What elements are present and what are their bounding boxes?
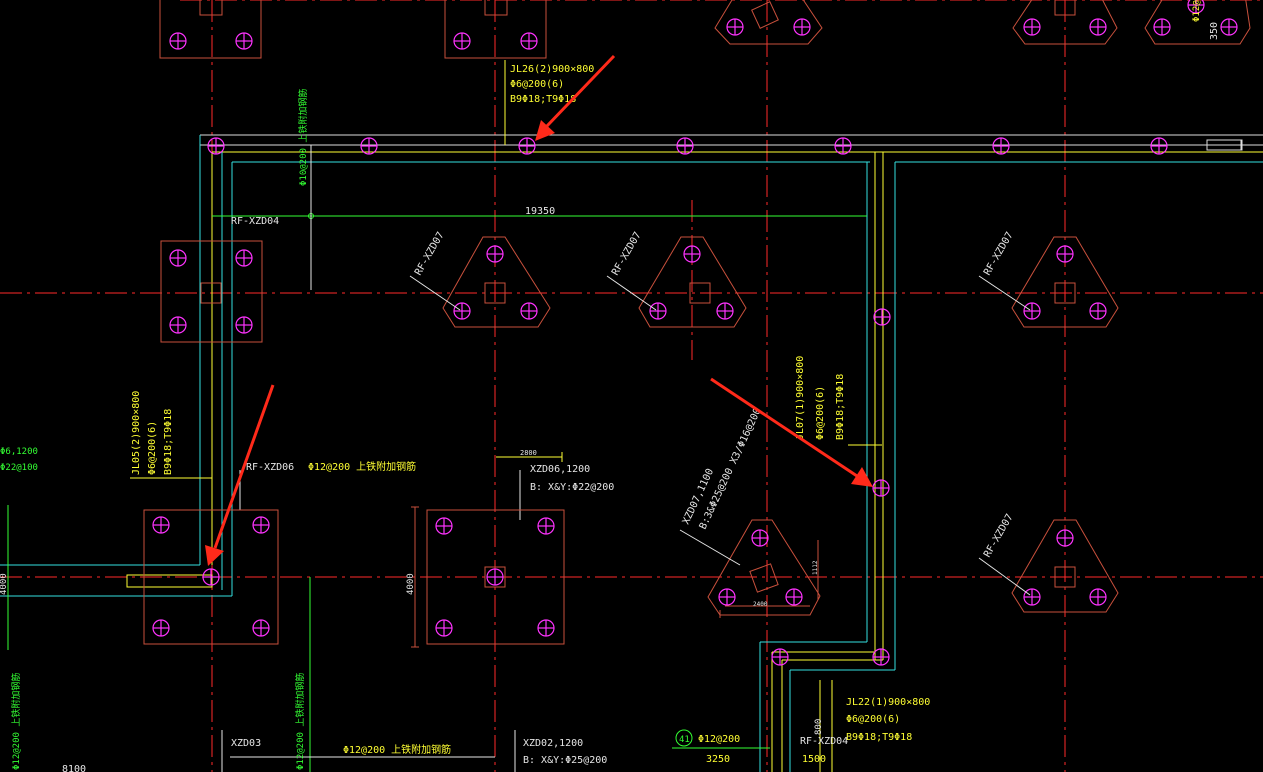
label-rebar-vert-mid-bottom: Φ12@200 上铁附加钢筋 <box>294 673 306 770</box>
label-rf-xzd06: RF-XZD06 <box>246 462 294 473</box>
dimension-3250: 3250 <box>706 754 730 765</box>
label-rebar-corner: Φ12@ <box>1192 0 1202 22</box>
labels: 19350 RF-XZD04 JL26(2)900×800 Φ6@200(6) … <box>0 0 1220 772</box>
arrow-annotation-2 <box>205 384 275 566</box>
label-rebar-vert-top: Φ10@200 上铁附加钢筋 <box>297 89 309 186</box>
label-jl26-name: JL26(2)900×800 <box>510 64 594 75</box>
label-left-cut-a: Φ6,1200 <box>0 447 38 457</box>
dimension-8100: 8100 <box>62 764 86 772</box>
arrow-annotation-3 <box>710 377 873 487</box>
label-xzd02-1200: XZD02,1200 <box>523 738 583 749</box>
label-rf-xzd04: RF-XZD04 <box>231 216 279 227</box>
dimension-4000-left: 4000 <box>0 573 9 595</box>
dimension-tri-a: 1112 <box>812 560 819 575</box>
label-jl26-stirrup: Φ6@200(6) <box>510 79 564 90</box>
label-jl22-long: B9Φ18;T9Φ18 <box>846 732 912 743</box>
label-xzd06-bars: B: X&Y:Φ22@200 <box>530 482 614 493</box>
label-jl05-stirrup: Φ6@200(6) <box>147 421 158 475</box>
leader-lines <box>409 275 1031 596</box>
rebar-lines <box>7 60 1242 772</box>
label-jl26-long: B9Φ18;T9Φ18 <box>510 94 576 105</box>
dimension-2800: 2800 <box>520 449 537 457</box>
label-left-cut-b: Φ22@100 <box>0 463 38 473</box>
label-jl22-name: JL22(1)900×800 <box>846 697 930 708</box>
label-xzd03: XZD03 <box>231 738 261 749</box>
dimension-800: 800 <box>814 719 824 735</box>
label-jl05-long: B9Φ18;T9Φ18 <box>163 409 174 475</box>
axis-bubble-number: 41 <box>679 735 690 745</box>
axis-bubble <box>675 729 693 747</box>
piles <box>152 0 1238 666</box>
label-rebar-horiz-mid: Φ12@200 上铁附加钢筋 <box>308 460 416 473</box>
label-rf-xzd07-b: RF-XZD07 <box>610 230 644 277</box>
annotation-arrows <box>205 54 873 566</box>
label-rf-xzd07-a: RF-XZD07 <box>413 230 447 277</box>
label-rf-xzd07-d: RF-XZD07 <box>982 512 1016 559</box>
label-xzd06-1200: XZD06,1200 <box>530 464 590 475</box>
dimension-19350: 19350 <box>525 206 555 217</box>
foundation-beams <box>0 134 1263 772</box>
label-jl07-name: JL07(1)900×800 <box>795 356 806 440</box>
label-rebar-vert-left-bottom: Φ12@200 上铁附加钢筋 <box>10 673 22 770</box>
axis-bubble-rebar: Φ12@200 <box>698 734 740 745</box>
label-jl07-stirrup: Φ6@200(6) <box>815 386 826 440</box>
dimension-4000-mid: 4000 <box>406 573 416 595</box>
dimension-1500: 1500 <box>802 754 826 765</box>
label-rf-xzd04-b: RF-XZD04 <box>800 736 848 747</box>
label-jl05-name: JL05(2)900×800 <box>131 391 142 475</box>
label-jl07-long: B9Φ18;T9Φ18 <box>835 374 846 440</box>
label-xzd02-bars: B: X&Y:Φ25@200 <box>523 755 607 766</box>
label-jl22-stirrup: Φ6@200(6) <box>846 714 900 725</box>
label-rf-xzd07-c: RF-XZD07 <box>982 230 1016 277</box>
label-rebar-horiz-bottom: Φ12@200 上铁附加钢筋 <box>343 743 451 756</box>
pile-caps <box>143 0 1251 648</box>
dimension-tri-b: 2400 <box>753 601 768 608</box>
arrow-annotation-1 <box>535 54 616 141</box>
dimension-350: 350 <box>1209 22 1220 40</box>
